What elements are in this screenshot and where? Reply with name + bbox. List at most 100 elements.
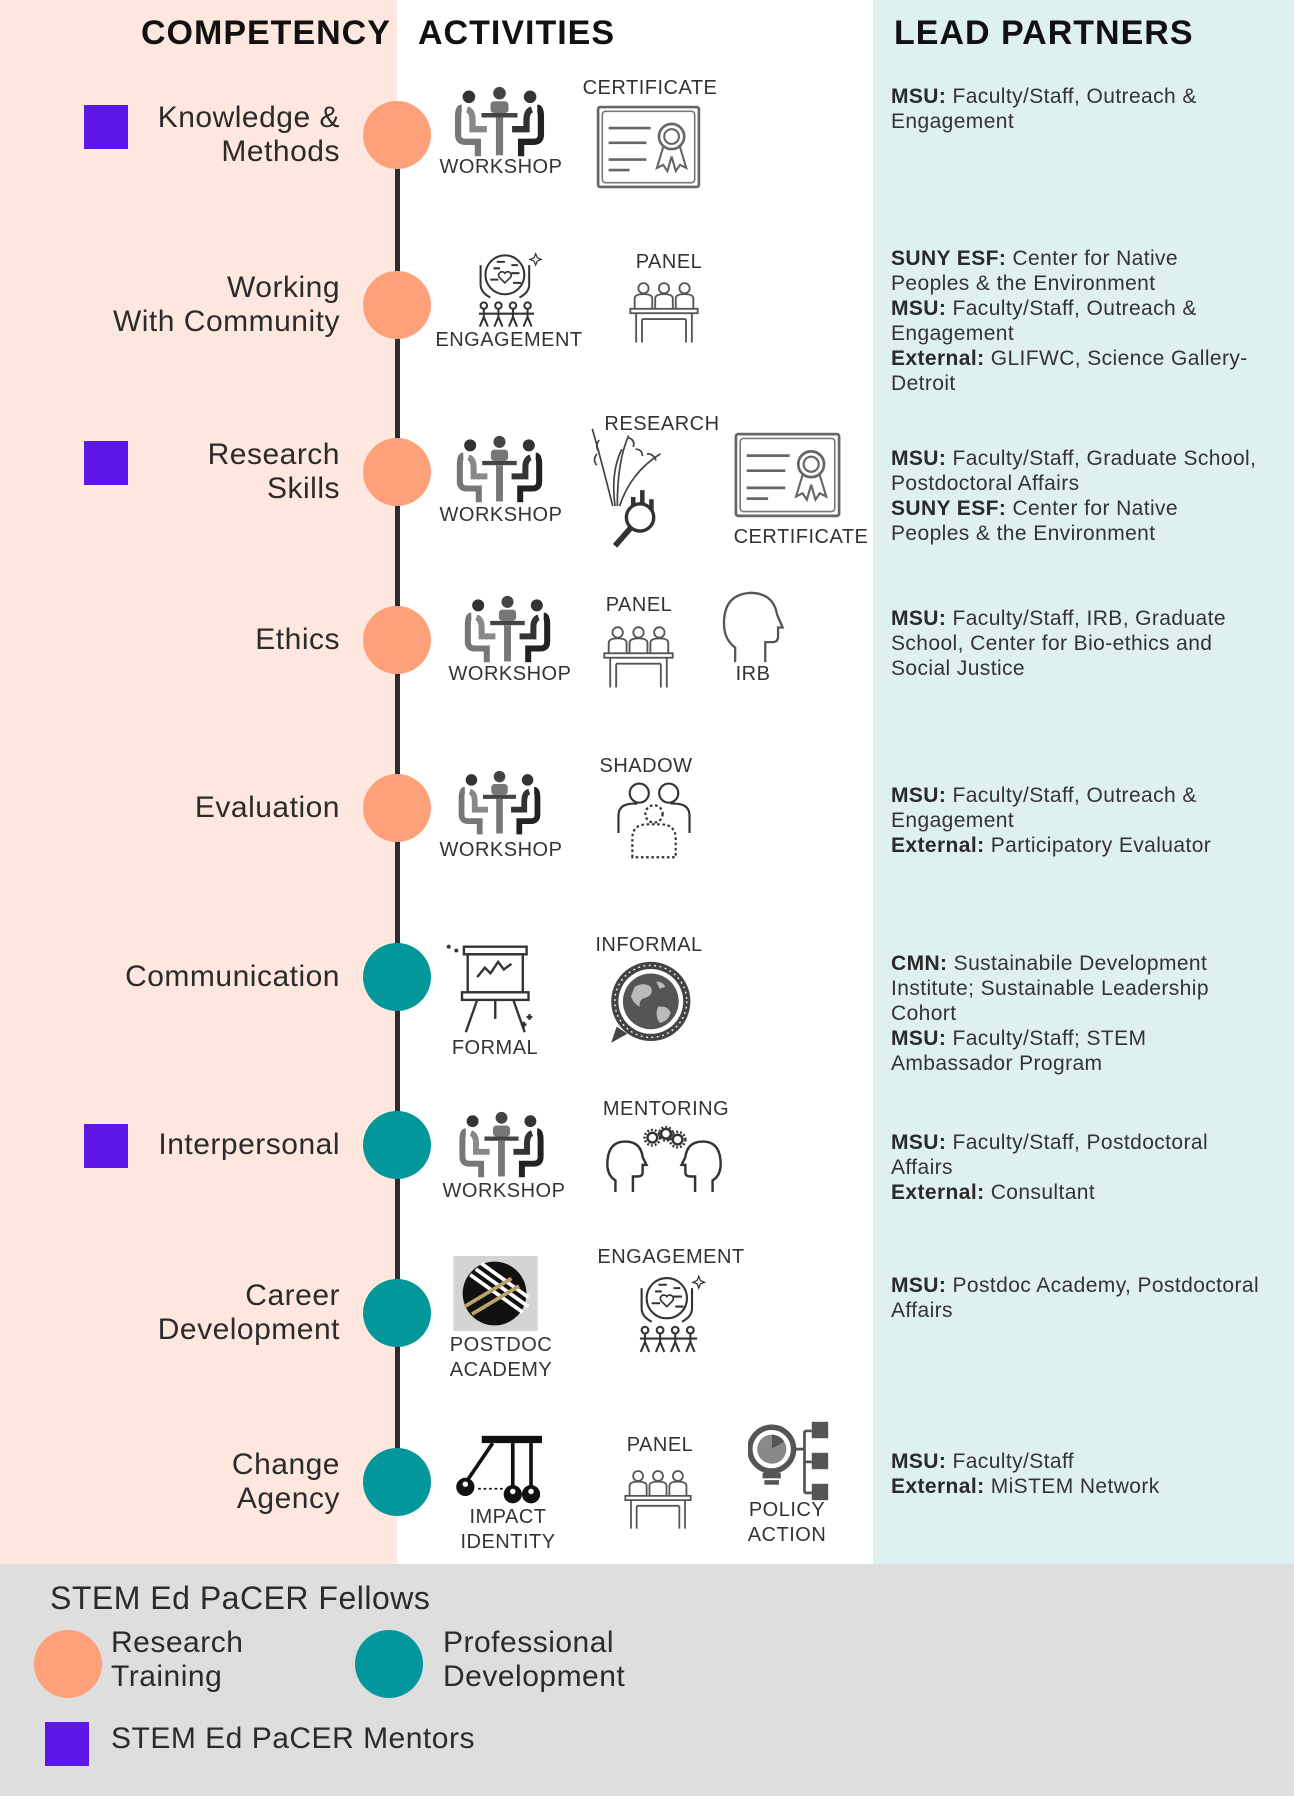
partner-detail: Faculty/Staff xyxy=(946,1450,1075,1473)
competency-label-line: Communication xyxy=(125,960,340,993)
panel-icon xyxy=(624,278,704,344)
partner-entry: MSU: Faculty/Staff, Outreach & Engagemen… xyxy=(891,296,1261,346)
lead-partners-text: MSU: Faculty/Staff, Postdoctoral Affairs… xyxy=(891,1130,1261,1205)
competency-label: Knowledge &Methods xyxy=(158,101,340,169)
competency-column-background xyxy=(0,0,397,1564)
legend-background xyxy=(0,1564,1294,1796)
activity-label: WORKSHOP xyxy=(443,1179,566,1204)
policy-bulb-icon xyxy=(748,1420,830,1502)
activity-label: PANEL xyxy=(627,1433,694,1458)
activity-label: WORKSHOP xyxy=(449,662,572,687)
panel-icon xyxy=(598,622,679,689)
partner-org: SUNY ESF: xyxy=(891,247,1007,270)
competency-label-line: Research xyxy=(207,438,340,471)
partner-org: MSU: xyxy=(891,1450,947,1473)
activity-label-line: ACADEMY xyxy=(449,1359,553,1381)
partner-org: MSU: xyxy=(891,784,947,807)
activity-label-line: WORKSHOP xyxy=(439,504,563,526)
activity-label-line: ENGAGEMENT xyxy=(435,329,583,351)
activity-label-line: ENGAGEMENT xyxy=(597,1246,745,1268)
lead-partners-text: MSU: Faculty/Staff, IRB, Graduate School… xyxy=(891,606,1261,681)
competency-label-line: Skills xyxy=(266,472,340,505)
partner-org: MSU: xyxy=(891,297,947,320)
competency-label-line: Career xyxy=(245,1279,340,1312)
workshop-icon xyxy=(449,770,550,836)
partner-org: MSU: xyxy=(891,1274,947,1297)
partner-entry: CMN: Sustainabile Development Institute;… xyxy=(891,951,1261,1026)
activity-label-line: IRB xyxy=(735,663,771,685)
partner-org: MSU: xyxy=(891,85,947,108)
partner-entry: SUNY ESF: Center for Native Peoples & th… xyxy=(891,246,1261,296)
partner-detail: Faculty/Staff, Outreach & Engagement xyxy=(891,784,1203,832)
partner-org: MSU: xyxy=(891,1027,947,1050)
activity-label-line: WORKSHOP xyxy=(448,663,572,685)
activity-label-line: PANEL xyxy=(635,251,703,273)
partner-detail: Center for Native Peoples & the Environm… xyxy=(891,247,1185,295)
legend-mentors-label: STEM Ed PaCER Mentors xyxy=(111,1722,475,1755)
research-icon xyxy=(590,426,681,552)
partner-org: MSU: xyxy=(891,607,947,630)
research-training-dot xyxy=(363,606,431,674)
partner-detail: Faculty/Staff, Outreach & Engagement xyxy=(891,85,1203,133)
partner-detail: Faculty/Staff, Graduate School, Postdoct… xyxy=(891,447,1263,495)
activity-label-line: POSTDOC xyxy=(449,1334,553,1356)
partner-entry: MSU: Faculty/Staff, IRB, Graduate School… xyxy=(891,606,1261,681)
activity-label: PANEL xyxy=(636,250,703,275)
activity-label: WORKSHOP xyxy=(440,155,563,180)
partner-entry: MSU: Faculty/Staff, Graduate School, Pos… xyxy=(891,446,1261,496)
lead-partners-text: MSU: Faculty/Staff, Outreach & Engagemen… xyxy=(891,783,1261,858)
activity-label-line: WORKSHOP xyxy=(439,156,563,178)
activity-label: CERTIFICATE xyxy=(583,76,718,101)
activity-label: INFORMAL xyxy=(595,933,702,958)
globe-chat-icon xyxy=(603,960,695,1050)
competency-label-line: Working xyxy=(227,271,340,304)
activity-label: ENGAGEMENT xyxy=(435,328,582,353)
lead-partners-text: MSU: Faculty/Staff, Graduate School, Pos… xyxy=(891,446,1261,546)
activity-label-line: FORMAL xyxy=(451,1037,539,1059)
legend-mentor-square xyxy=(45,1722,89,1766)
professional-development-dot xyxy=(363,943,431,1011)
partner-entry: External: Participatory Evaluator xyxy=(891,833,1261,858)
partner-entry: MSU: Faculty/Staff, Outreach & Engagemen… xyxy=(891,84,1261,134)
presentation-easel-icon xyxy=(441,941,540,1036)
partner-detail: Faculty/Staff, IRB, Graduate School, Cen… xyxy=(891,607,1233,680)
competency-header: COMPETENCY xyxy=(141,14,391,52)
partner-entry: MSU: Faculty/Staff xyxy=(891,1449,1261,1474)
activity-label: ENGAGEMENT xyxy=(597,1245,744,1270)
partner-detail: Faculty/Staff; STEM Ambassador Program xyxy=(891,1027,1152,1075)
partner-org: MSU: xyxy=(891,1131,947,1154)
workshop-icon xyxy=(447,86,552,158)
activity-label-line: WORKSHOP xyxy=(439,839,563,861)
partner-entry: External: Consultant xyxy=(891,1180,1261,1205)
competency-label-line: Development xyxy=(157,1313,340,1346)
activities-header: ACTIVITIES xyxy=(418,14,616,52)
partner-detail: Faculty/Staff, Postdoctoral Affairs xyxy=(891,1131,1214,1179)
research-training-dot xyxy=(363,774,431,842)
competency-label-line: Evaluation xyxy=(194,791,340,824)
partner-org: CMN: xyxy=(891,952,948,975)
research-training-dot xyxy=(363,438,431,506)
partners-header: LEAD PARTNERS xyxy=(894,14,1194,52)
shadow-icon xyxy=(615,781,693,859)
partner-entry: MSU: Faculty/Staff; STEM Ambassador Prog… xyxy=(891,1026,1261,1076)
mentor-square xyxy=(84,1124,128,1168)
workshop-icon xyxy=(449,435,550,504)
panel-icon xyxy=(618,1466,698,1530)
irb-head-icon xyxy=(718,591,787,664)
activity-label-line: PANEL xyxy=(605,594,673,616)
partner-detail: Consultant xyxy=(984,1181,1096,1204)
lead-partners-text: CMN: Sustainabile Development Institute;… xyxy=(891,951,1261,1076)
activity-label: CERTIFICATE xyxy=(734,525,869,550)
activity-label-line: SHADOW xyxy=(599,755,693,777)
certificate-icon xyxy=(730,432,845,518)
activity-label-line: PANEL xyxy=(626,1434,694,1456)
activity-label: POSTDOC ACADEMY xyxy=(450,1333,552,1383)
competency-label: Interpersonal xyxy=(158,1128,340,1162)
